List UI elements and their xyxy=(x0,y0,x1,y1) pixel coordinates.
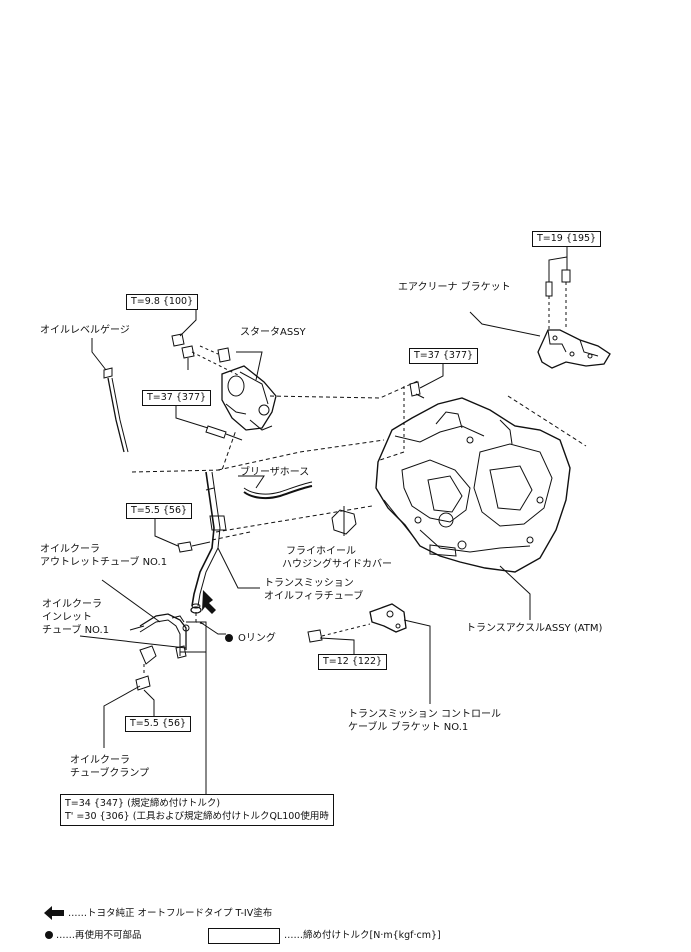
label-flywheel-cover-line1: フライホイール xyxy=(286,546,356,557)
starter-assy-drawing xyxy=(221,365,277,431)
label-flywheel-cover-line2: ハウジングサイドカバー xyxy=(282,559,392,570)
oil-cooler-tubes-drawing xyxy=(129,613,190,659)
label-filler-line2: オイルフィラチューブ xyxy=(264,591,364,602)
label-tube-clamp: オイルクーラ チューブクランプ xyxy=(70,754,149,780)
air-cleaner-bolts xyxy=(545,269,571,330)
transaxle-assy-drawing xyxy=(375,397,571,573)
label-filler-tube: トランスミッション オイルフィラチューブ xyxy=(264,577,363,603)
torque-transaxle-bolt: T=37 {377} xyxy=(409,348,479,364)
label-clamp-line1: オイルクーラ xyxy=(70,755,130,766)
legend-nonreusable-text: ……再使用不可部品 xyxy=(56,930,142,941)
torque-control-bracket: T=12 {122} xyxy=(318,654,388,670)
leader-lines xyxy=(79,247,568,794)
label-o-ring: Oリング xyxy=(238,633,276,644)
flywheel-housing-cover-drawing xyxy=(331,506,357,535)
label-transaxle-assy: トランスアクスルASSY (ATM) xyxy=(466,623,603,634)
label-breather-hose: ブリーザホース xyxy=(240,467,310,478)
label-control-line2: ケーブル ブラケット NO.1 xyxy=(348,722,469,733)
torque-starter-nut: T=9.8 {100} xyxy=(126,294,199,310)
torque-air-cleaner: T=19 {195} xyxy=(532,231,602,247)
oil-filler-tube-drawing xyxy=(191,471,227,609)
label-outlet-line2: アウトレットチューブ NO.1 xyxy=(40,557,168,568)
oil-cooler-bolt-upper xyxy=(177,541,211,553)
label-control-cable-bracket: トランスミッション コントロール ケーブル ブラケット NO.1 xyxy=(348,708,501,734)
label-outlet-line1: オイルクーラ xyxy=(40,544,100,555)
starter-nut-drawing xyxy=(171,333,241,377)
label-flywheel-cover: フライホイール ハウジングサイドカバー xyxy=(282,545,392,571)
torque-tube-clamp: T=5.5 {56} xyxy=(125,716,192,732)
torque-oil-cooler-union: T=34 {347} (規定締め付けトルク) T' =30 {306} (工具お… xyxy=(60,794,334,826)
o-ring-dot-icon xyxy=(225,634,233,642)
label-oil-cooler-outlet: オイルクーラ アウトレットチューブ NO.1 xyxy=(40,543,167,569)
label-inlet-line2: インレット xyxy=(42,612,92,623)
label-starter-assy: スタータASSY xyxy=(240,327,306,338)
air-cleaner-bracket-drawing xyxy=(537,329,611,369)
oil-level-gauge-drawing xyxy=(103,367,129,453)
legend-fluid-text: ……トヨタ純正 オートフルードタイプ T-IV塗布 xyxy=(68,908,273,919)
label-inlet-line3: チューブ NO.1 xyxy=(42,625,110,636)
control-bracket-bolt xyxy=(307,623,371,643)
label-oil-cooler-inlet: オイルクーラ インレット チューブ NO.1 xyxy=(42,598,109,637)
oil-cooler-tube-clamp-drawing xyxy=(135,645,157,691)
legend-torque-text: ……締め付けトルク[N·m{kgf·cm}] xyxy=(284,930,441,941)
legend-arrow-icon xyxy=(44,906,64,920)
fluid-arrow-icon xyxy=(202,590,216,614)
torque-starter-bolt: T=37 {377} xyxy=(142,390,212,406)
torque-oil-cooler-upper: T=5.5 {56} xyxy=(126,503,193,519)
starter-lower-bolt xyxy=(205,425,243,441)
label-clamp-line2: チューブクランプ xyxy=(70,768,150,779)
transaxle-bolt-drawing xyxy=(403,381,425,452)
label-inlet-line1: オイルクーラ xyxy=(42,599,102,610)
legend-torque-box xyxy=(208,928,280,944)
label-air-cleaner-bracket: エアクリーナ ブラケット xyxy=(398,282,511,293)
torque-union-line1: T=34 {347} (規定締め付けトルク) xyxy=(65,798,221,809)
label-control-line1: トランスミッション コントロール xyxy=(348,709,501,720)
torque-union-line2: T' =30 {306} (工具および規定締め付けトルクQL100使用時 xyxy=(65,811,329,822)
legend-dot-icon xyxy=(45,931,53,939)
control-cable-bracket-drawing xyxy=(369,603,407,633)
breather-hose-drawing xyxy=(243,481,313,500)
label-oil-level-gauge: オイルレベルゲージ xyxy=(40,325,130,336)
label-filler-line1: トランスミッション xyxy=(264,578,354,589)
